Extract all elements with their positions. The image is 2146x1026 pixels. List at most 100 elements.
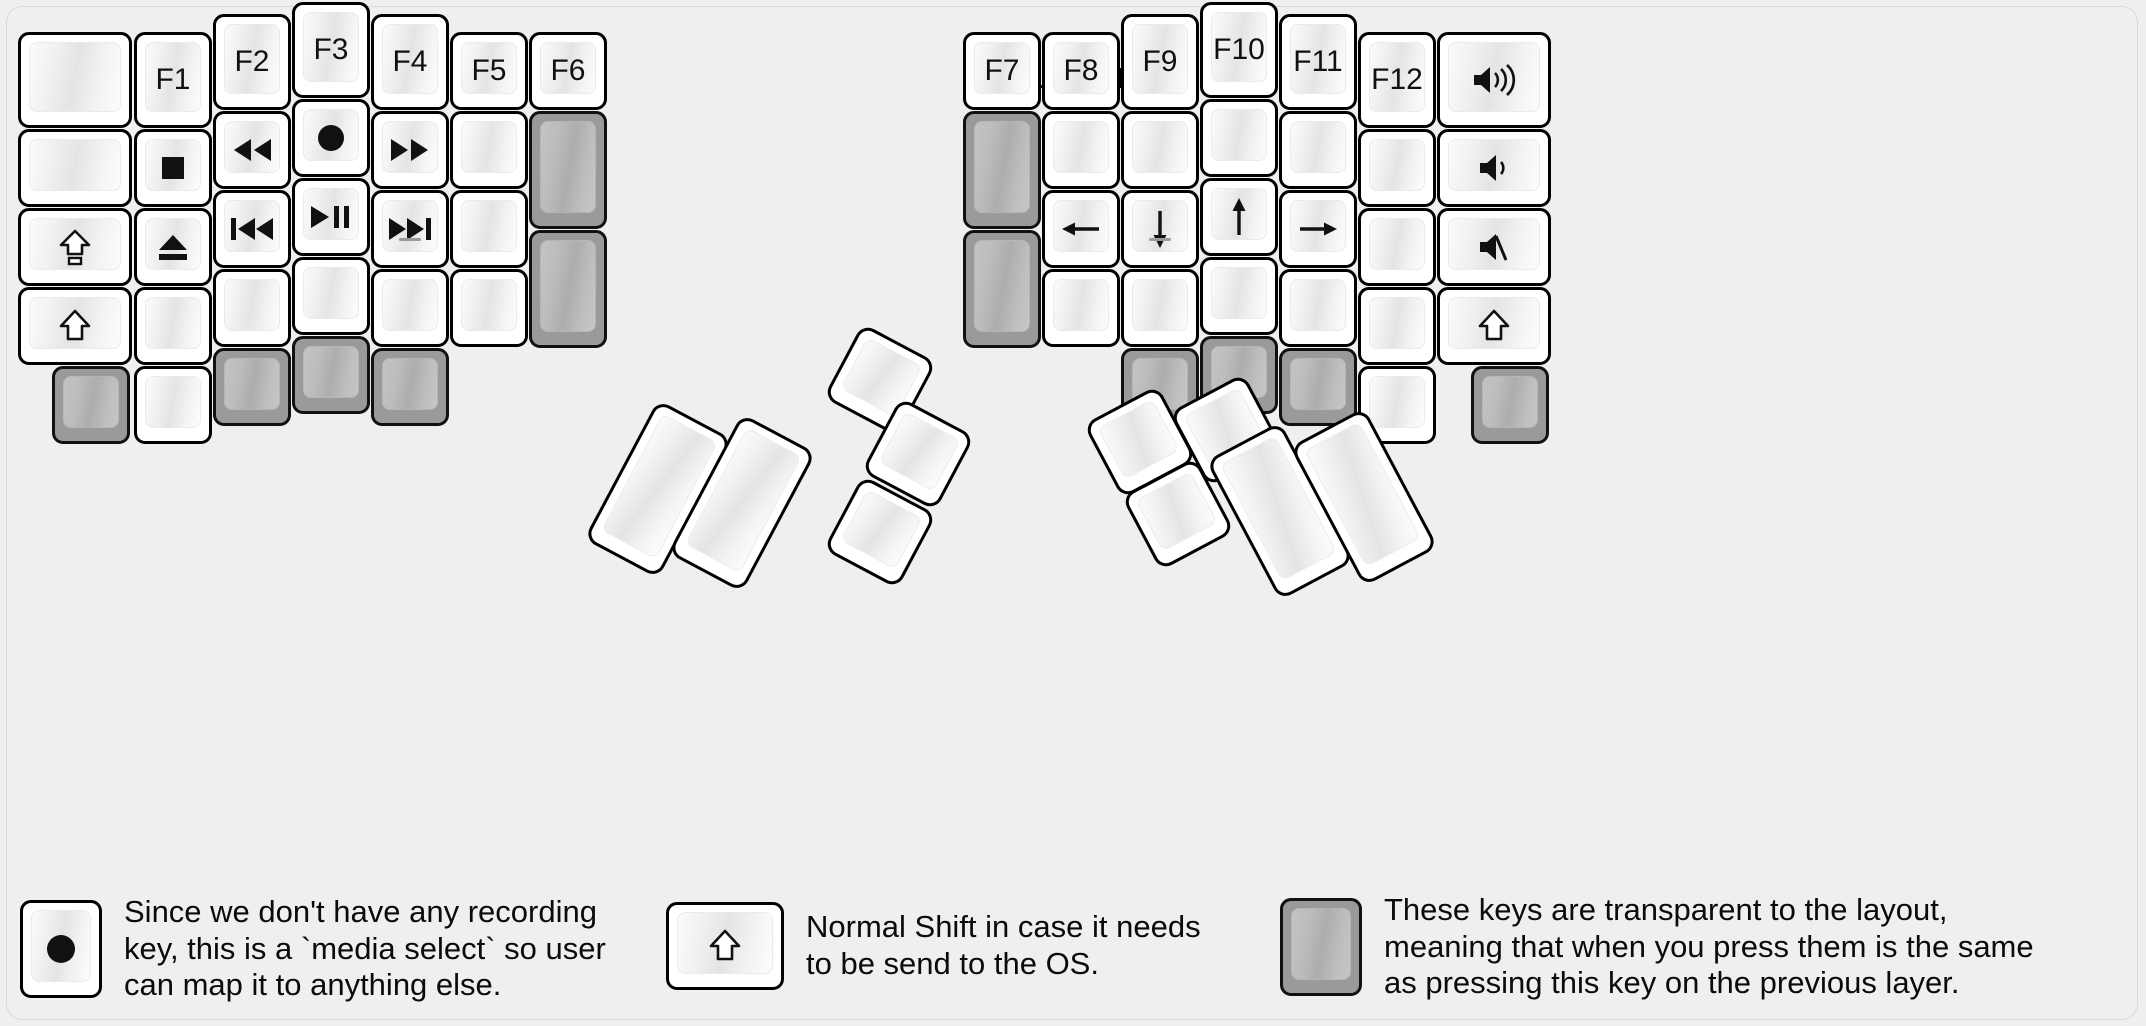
key-blank-l-4-3[interactable] <box>371 269 449 347</box>
arrow-up-icon <box>1232 198 1246 235</box>
legend-item-shift: Normal Shift in case it needs to be send… <box>666 902 1201 990</box>
key-blank-r-1-3[interactable] <box>1042 269 1120 347</box>
key-blank-l-0-1[interactable] <box>18 129 132 207</box>
keycap-surface <box>974 42 1030 94</box>
media-next-icon <box>389 218 431 240</box>
keycap-surface <box>1132 24 1188 94</box>
key-icon-wrap <box>1468 63 1520 97</box>
key-blank-r-5-1[interactable] <box>1358 129 1436 207</box>
media-record-icon <box>318 125 344 151</box>
key-transparent-r-4-4[interactable] <box>1279 348 1357 426</box>
keycap-surface <box>540 42 596 94</box>
key-transparent-r-0-2[interactable] <box>963 230 1041 348</box>
legend-shift-keycap <box>666 902 784 990</box>
key-media-play-pause-l-3-2[interactable] <box>292 178 370 256</box>
key-blank-r-2-1[interactable] <box>1121 111 1199 189</box>
media-fast-forward-icon <box>391 139 428 161</box>
key-blank-r-1-1[interactable] <box>1042 111 1120 189</box>
key-transparent-l-0-4[interactable] <box>52 366 130 444</box>
key-f3-l-3-0[interactable]: F3 <box>292 2 370 98</box>
keycap-surface <box>1290 279 1346 331</box>
key-f1-l-1-0[interactable]: F1 <box>134 32 212 128</box>
key-shift-l-0-3[interactable] <box>18 287 132 365</box>
key-blank-r-4-1[interactable] <box>1279 111 1357 189</box>
keycap-surface <box>382 358 438 410</box>
key-blank-l-0-0[interactable] <box>18 32 132 128</box>
key-blank-r-3-1[interactable] <box>1200 99 1278 177</box>
key-transparent-l-4-4[interactable] <box>371 348 449 426</box>
key-media-fast-forward-l-4-1[interactable] <box>371 111 449 189</box>
keycap-surface <box>1211 12 1267 82</box>
legend-text: These keys are transparent to the layout… <box>1384 892 2034 1001</box>
key-icon-wrap <box>307 202 355 232</box>
key-icon-wrap <box>387 135 433 165</box>
key-blank-r-2-3[interactable] <box>1121 269 1199 347</box>
key-volume-mute-r-6-2[interactable] <box>1437 208 1551 286</box>
key-sublabel-dash <box>1149 238 1171 241</box>
keycap-surface <box>29 42 121 112</box>
media-eject-icon <box>159 235 187 260</box>
arrow-down-icon <box>1153 211 1167 248</box>
key-transparent-r-6-4[interactable] <box>1471 366 1549 444</box>
keycap-surface <box>1369 139 1425 191</box>
key-transparent-r-0-1[interactable] <box>963 111 1041 229</box>
key-arrow-down-r-2-2[interactable] <box>1121 190 1199 268</box>
media-previous-icon <box>231 218 273 240</box>
key-transparent-l-6-2[interactable] <box>529 230 607 348</box>
keycap-surface <box>1369 376 1425 428</box>
key-media-next-l-4-2[interactable] <box>371 190 449 268</box>
keycap-surface <box>145 297 201 349</box>
legend-record-keycap <box>20 899 102 998</box>
key-f10-r-3-0[interactable]: F10 <box>1200 2 1278 98</box>
key-volume-down-r-6-1[interactable] <box>1437 129 1551 207</box>
key-volume-up-r-6-0[interactable] <box>1437 32 1551 128</box>
key-arrow-up-r-3-2[interactable] <box>1200 178 1278 256</box>
legend-text: Since we don't have any recording key, t… <box>124 894 606 1003</box>
key-media-record-l-3-1[interactable] <box>292 99 370 177</box>
key-media-previous-l-2-2[interactable] <box>213 190 291 268</box>
keycap-surface <box>224 279 280 331</box>
key-f8-r-1-0[interactable]: F8 <box>1042 32 1120 110</box>
key-blank-r-5-3[interactable] <box>1358 287 1436 365</box>
keycap-surface <box>1132 279 1188 331</box>
key-blank-l-5-1[interactable] <box>450 111 528 189</box>
key-blank-r-3-3[interactable] <box>1200 257 1278 335</box>
key-f4-l-4-0[interactable]: F4 <box>371 14 449 110</box>
key-blank-l-1-4[interactable] <box>134 366 212 444</box>
keycap-surface <box>1211 267 1267 319</box>
key-f6-l-6-0[interactable]: F6 <box>529 32 607 110</box>
key-icon-wrap <box>58 227 92 267</box>
key-blank-l-5-2[interactable] <box>450 190 528 268</box>
key-media-eject-l-1-2[interactable] <box>134 208 212 286</box>
keycap-surface <box>1290 24 1346 94</box>
key-f5-l-5-0[interactable]: F5 <box>450 32 528 110</box>
key-arrow-right-r-4-2[interactable] <box>1279 190 1357 268</box>
key-media-stop-l-1-1[interactable] <box>134 129 212 207</box>
volume-up-icon <box>1474 64 1516 96</box>
key-blank-l-3-3[interactable] <box>292 257 370 335</box>
volume-mute-icon <box>1480 234 1508 261</box>
key-transparent-l-2-4[interactable] <box>213 348 291 426</box>
key-caps-lock-l-0-2[interactable] <box>18 208 132 286</box>
key-transparent-l-6-1[interactable] <box>529 111 607 229</box>
key-shift-r-6-3[interactable] <box>1437 287 1551 365</box>
key-media-rewind-l-2-1[interactable] <box>213 111 291 189</box>
key-blank-l-5-3[interactable] <box>450 269 528 347</box>
key-blank-r-5-2[interactable] <box>1358 208 1436 286</box>
key-f2-l-2-0[interactable]: F2 <box>213 14 291 110</box>
key-blank-r-5-4[interactable] <box>1358 366 1436 444</box>
key-blank-l-1-3[interactable] <box>134 287 212 365</box>
keycap-surface <box>1211 109 1267 161</box>
key-blank-l-2-3[interactable] <box>213 269 291 347</box>
key-transparent-l-3-4[interactable] <box>292 336 370 414</box>
key-f7-r-0-0[interactable]: F7 <box>963 32 1041 110</box>
keycap-surface <box>303 12 359 82</box>
key-f12-r-5-0[interactable]: F12 <box>1358 32 1436 128</box>
keycap-surface <box>1290 358 1346 410</box>
key-arrow-left-r-1-2[interactable] <box>1042 190 1120 268</box>
keycap-surface <box>382 279 438 331</box>
keycap-surface <box>1135 471 1218 552</box>
key-f11-r-4-0[interactable]: F11 <box>1279 14 1357 110</box>
key-blank-r-4-3[interactable] <box>1279 269 1357 347</box>
key-f9-r-2-0[interactable]: F9 <box>1121 14 1199 110</box>
